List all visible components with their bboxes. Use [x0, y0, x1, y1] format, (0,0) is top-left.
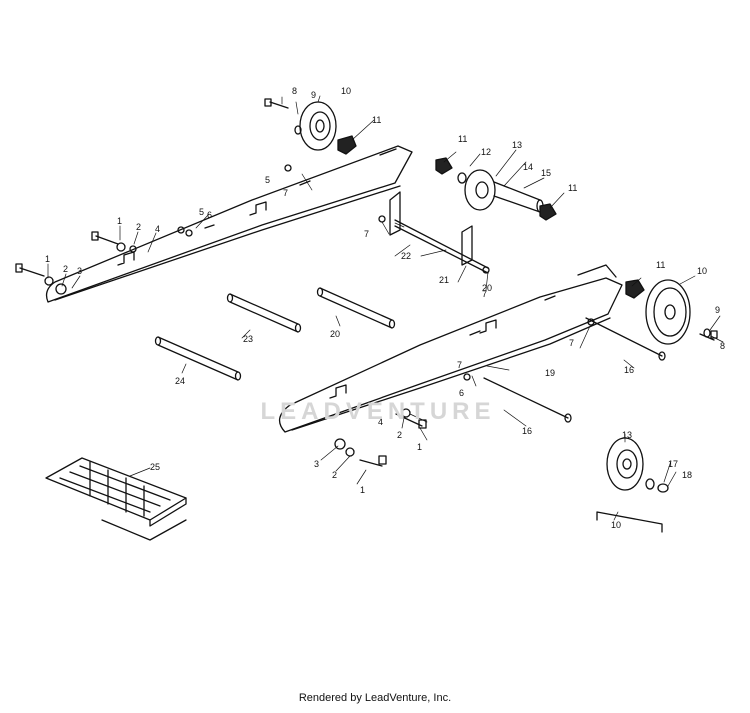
callout-label: 5: [265, 175, 270, 185]
callout-label: 9: [311, 90, 316, 100]
callout-label: 23: [243, 334, 253, 344]
callout-label: 4: [155, 224, 160, 234]
callout-label: 4: [378, 417, 383, 427]
callout-label: 13: [622, 430, 632, 440]
leader-lines: [47, 95, 724, 521]
callout-label: 2: [332, 470, 337, 480]
callout-label: 16: [522, 426, 532, 436]
pivot-shaft: [389, 191, 489, 274]
callout-label: 7: [364, 229, 369, 239]
rear-axle-assembly: [457, 169, 544, 213]
idler-wheel-detail: [596, 437, 669, 533]
callout-label: 1: [360, 485, 365, 495]
callout-label: 6: [459, 388, 464, 398]
callout-label: 11: [656, 260, 665, 270]
callout-label: 16: [624, 365, 634, 375]
callout-label: 8: [720, 341, 725, 351]
callout-label: 8: [292, 86, 297, 96]
idler-wheel-top: [294, 101, 337, 151]
callout-label: 13: [512, 140, 522, 150]
callout-label: 24: [175, 376, 185, 386]
callout-labels: 1 1 1 1 2 2 2 2 3 3 4 4 5 5 6 6 7 7 7 7 …: [45, 86, 725, 530]
callout-label: 14: [523, 162, 533, 172]
callout-label: 20: [482, 283, 492, 293]
watermark: LEADVENTURE: [260, 398, 496, 425]
callout-label: 1: [117, 216, 122, 226]
callout-label: 11: [372, 115, 381, 125]
callout-label: 7: [457, 360, 462, 370]
callout-label: 11: [458, 134, 467, 144]
callout-label: 7: [283, 188, 288, 198]
callout-label: 11: [568, 183, 577, 193]
callout-label: 2: [136, 222, 141, 232]
callout-label: 12: [481, 147, 491, 157]
caps: [337, 135, 645, 299]
callout-label: 7: [482, 289, 487, 299]
callout-label: 2: [397, 430, 402, 440]
callout-label: 10: [697, 266, 707, 276]
callout-label: 19: [545, 368, 555, 378]
slide-assembly: [45, 457, 187, 541]
callout-label: 5: [199, 207, 204, 217]
callout-label: 18: [682, 470, 692, 480]
cross-shafts: [154, 287, 396, 381]
callout-label: 15: [541, 168, 551, 178]
callout-label: 7: [569, 338, 574, 348]
callout-label: 3: [314, 459, 319, 469]
callout-label: 1: [417, 442, 422, 452]
callout-label: 17: [668, 459, 678, 469]
callout-label: 2: [63, 264, 68, 274]
footer-credit: Rendered by LeadVenture, Inc.: [298, 692, 452, 704]
callout-label: 20: [330, 329, 340, 339]
front-rail: [278, 264, 623, 433]
rear-rail: [45, 145, 413, 303]
callout-label: 9: [715, 305, 720, 315]
callout-label: 6: [207, 210, 212, 220]
callout-label: 21: [439, 275, 449, 285]
long-bolts: [483, 317, 666, 423]
callout-label: 3: [77, 266, 82, 276]
callout-label: 10: [611, 520, 621, 530]
callout-label: 22: [401, 251, 411, 261]
callout-label: 10: [341, 86, 351, 96]
callout-label: 1: [45, 254, 50, 264]
callout-label: 25: [150, 462, 160, 472]
